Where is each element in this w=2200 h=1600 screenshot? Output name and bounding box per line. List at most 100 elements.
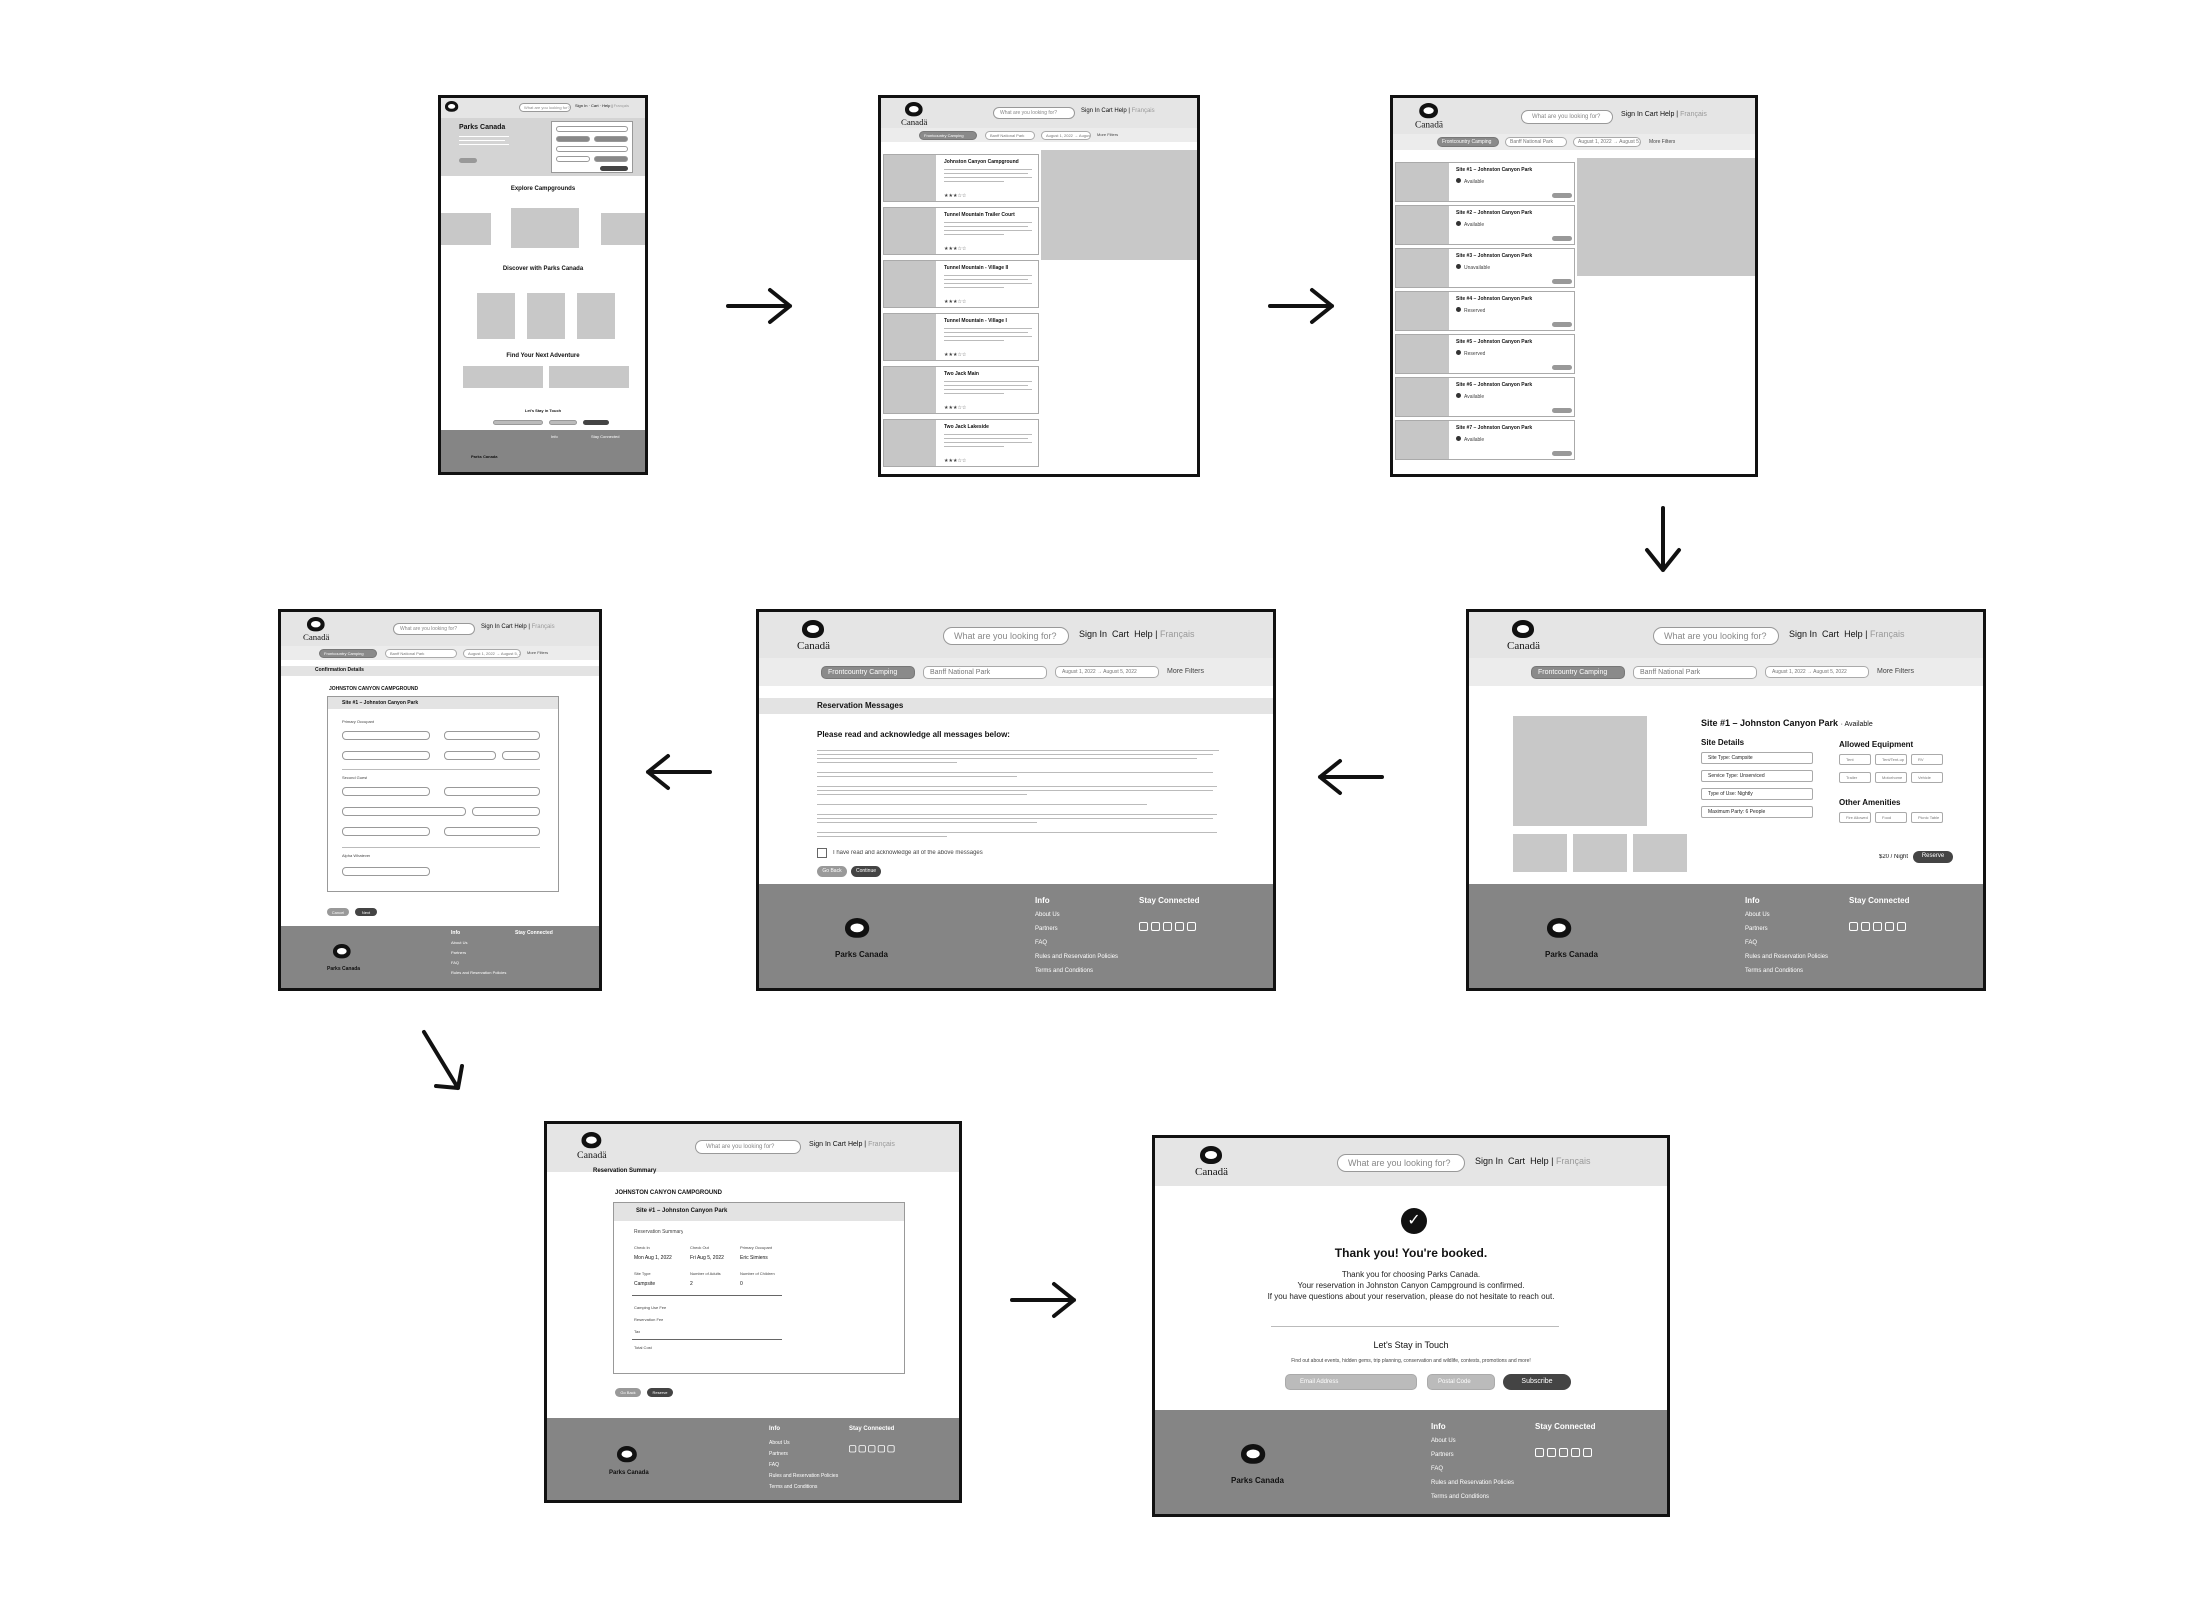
screen-booking-confirmed: Canadä What are you looking for? Sign In… — [1152, 1135, 1670, 1517]
site-thumbnail — [1396, 292, 1450, 330]
site-price: $20 / Night — [1879, 854, 1909, 860]
campground-list-item[interactable]: Tunnel Mountain - Village II★★★☆☆ — [883, 260, 1039, 308]
site-name: Site #4 – Johnston Canyon Park — [1456, 296, 1533, 302]
filter-dates[interactable]: August 1, 2022 → August 5, 2022 — [1765, 666, 1869, 678]
campground-list-item[interactable]: Two Jack Lakeside ★★★☆☆ — [883, 419, 1039, 467]
site-status: Available — [1456, 393, 1484, 400]
filter-park[interactable]: Banff National Park — [923, 666, 1047, 679]
campground-name: Tunnel Mountain - Village II — [944, 265, 1009, 271]
arrow-left-2 — [646, 754, 712, 790]
canada-logo: Canadä — [1195, 1146, 1228, 1178]
campground-list-item[interactable]: Tunnel Mountain - Village I★★★☆☆ — [883, 313, 1039, 361]
hero-button[interactable] — [459, 158, 477, 163]
canada-logo — [445, 101, 459, 112]
adventure-card-2[interactable] — [549, 366, 629, 388]
filter-park[interactable]: Banff National Park — [985, 131, 1035, 140]
site-photo — [1513, 716, 1647, 826]
screen-confirmation-details: Canadä What are you looking for? Sign In… — [278, 609, 602, 991]
arrow-right-2 — [1268, 288, 1334, 324]
campground-list-item[interactable]: Johnston Canyon Campground★★★☆☆ — [883, 154, 1039, 202]
header-nav[interactable]: Sign In Cart Help | Français — [1789, 629, 1905, 639]
header-nav[interactable]: Sign In Cart Help | Français — [1079, 629, 1195, 639]
arrow-left-1 — [1318, 759, 1384, 795]
header-nav[interactable]: Sign In Cart Help | Français — [1475, 1156, 1591, 1166]
next-button[interactable]: Next — [355, 908, 377, 916]
stay-heading: Let's Stay in Touch — [524, 408, 562, 413]
reserve-button[interactable]: Reserve — [647, 1388, 673, 1397]
go-back-button[interactable]: Go Back — [615, 1388, 641, 1397]
adventure-card-1[interactable] — [463, 366, 543, 388]
campground-list-item[interactable]: Two Jack Main★★★☆☆ — [883, 366, 1039, 414]
header-nav[interactable]: Sign In · Cart · Help | Français — [575, 103, 629, 108]
filter-dates[interactable]: August 1, 2022 → August 5, 2022 — [1573, 137, 1641, 147]
postal-code-field[interactable]: Postal Code — [1427, 1374, 1495, 1390]
search-input[interactable]: What are you looking for? — [1653, 627, 1779, 645]
equipment-tag: RV — [1911, 754, 1943, 765]
filter-dates[interactable]: August 1, 2022 → August 5, 2022 — [1055, 666, 1159, 678]
email-field[interactable]: Email Address — [1285, 1374, 1417, 1390]
cancel-button[interactable]: Cancel — [327, 908, 349, 916]
amenity-tag: Food — [1875, 812, 1907, 823]
filter-bar: Frontcountry Camping Banff National Park… — [281, 646, 599, 660]
continue-button[interactable]: Continue — [851, 866, 881, 877]
canada-logo: Canadä — [577, 1132, 607, 1161]
arrow-down-1 — [1645, 506, 1681, 572]
footer: Parks Canada Info Stay Connected About U… — [281, 926, 599, 988]
site-status: Available — [1456, 436, 1484, 443]
filter-type[interactable]: Frontcountry Camping — [919, 131, 977, 140]
campground-name: Tunnel Mountain Trailer Court — [944, 212, 1015, 218]
check-icon: ✓ — [1401, 1208, 1427, 1234]
search-input[interactable]: What are you looking for? — [695, 1140, 801, 1154]
search-input[interactable]: What are you looking for? — [943, 627, 1069, 645]
search-input[interactable]: What are you looking for? — [1337, 1154, 1465, 1172]
acknowledge-checkbox[interactable] — [817, 848, 827, 858]
booking-widget[interactable] — [551, 121, 633, 173]
subscribe-button[interactable] — [583, 420, 609, 425]
search-input[interactable]: What are you looking for? — [993, 107, 1075, 119]
screen-home: What are you looking for? Sign In · Cart… — [438, 95, 648, 475]
filter-park[interactable]: Banff National Park — [1505, 137, 1567, 147]
campground-name: Johnston Canyon Campground — [944, 159, 1019, 165]
header-nav[interactable]: Sign In Cart Help | Français — [1081, 108, 1155, 114]
adventure-heading: Find Your Next Adventure — [506, 353, 580, 359]
campground-name: Two Jack Lakeside — [944, 424, 989, 430]
filter-park[interactable]: Banff National Park — [1633, 666, 1757, 679]
search-input[interactable]: What are you looking for? — [519, 103, 571, 112]
search-input[interactable]: What are you looking for? — [393, 623, 475, 635]
site-status: Reserved — [1456, 350, 1485, 357]
filter-bar: Frontcountry Camping Banff National Park… — [1393, 134, 1755, 150]
screen-site-list: Canadä What are you looking for? Sign In… — [1390, 95, 1758, 477]
rating-stars: ★★★☆☆ — [944, 246, 967, 252]
campground-list-item[interactable]: Tunnel Mountain Trailer Court ★★★☆☆ — [883, 207, 1039, 255]
map-panel — [1041, 150, 1197, 260]
reserve-button[interactable]: Reserve — [1913, 851, 1953, 863]
site-name: Site #1 – Johnston Canyon Park — [1456, 167, 1533, 173]
header-nav[interactable]: Sign In Cart Help | Français — [809, 1141, 895, 1148]
subscribe-button[interactable]: Subscribe — [1503, 1374, 1571, 1390]
header-nav[interactable]: Sign In Cart Help | Français — [481, 624, 555, 630]
equipment-tag: Motorhome — [1875, 772, 1907, 783]
filter-type[interactable]: Frontcountry Camping — [1437, 137, 1499, 147]
search-input[interactable]: What are you looking for? — [1521, 110, 1613, 124]
filter-dates[interactable]: August 1, 2022 → August 5, 2022 — [1041, 131, 1091, 140]
canada-logo: Canadä — [901, 102, 927, 128]
site-name: Site #6 – Johnston Canyon Park — [1456, 382, 1533, 388]
site-detail-item: Site Type: Campsite — [1701, 752, 1813, 764]
go-back-button[interactable]: Go Back — [817, 866, 847, 877]
canada-logo: Canadä — [303, 617, 329, 643]
rating-stars: ★★★☆☆ — [944, 458, 967, 464]
campground-thumbnail — [884, 367, 937, 413]
hero-banner: Parks Canada — [441, 118, 645, 176]
screen-reservation-messages: Canadä What are you looking for? Sign In… — [756, 609, 1276, 991]
filter-type[interactable]: Frontcountry Camping — [821, 666, 915, 679]
filter-type[interactable]: Frontcountry Camping — [1531, 666, 1625, 679]
header-nav[interactable]: Sign In Cart Help | Français — [1621, 111, 1707, 118]
footer: Parks Canada Info Stay Connected About U… — [547, 1418, 959, 1500]
